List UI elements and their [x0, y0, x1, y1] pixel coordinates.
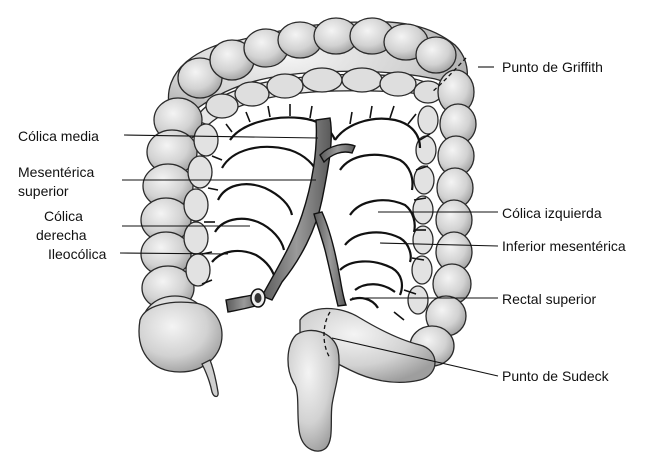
label-colica-derecha-line2: derecha	[36, 226, 87, 244]
label-colica-media: Cólica media	[18, 127, 99, 145]
label-mesenterica-superior-line1: Mesentérica	[18, 163, 94, 181]
inferior-mesenteric-artery	[314, 212, 346, 306]
label-punto-griffith: Punto de Griffith	[502, 58, 603, 76]
label-ileocolica: Ileocólica	[48, 245, 106, 263]
label-colica-izquierda: Cólica izquierda	[502, 204, 602, 222]
arterial-trunks	[226, 118, 355, 312]
label-punto-sudeck: Punto de Sudeck	[502, 367, 609, 385]
label-mesenterica-superior-line2: superior	[18, 182, 69, 200]
label-inferior-mesenterica: Inferior mesentérica	[502, 237, 626, 255]
appendix	[202, 360, 218, 397]
label-colica-derecha-line1: Cólica	[44, 207, 83, 225]
rectum	[288, 330, 339, 451]
vessel-lumen-inner	[255, 293, 262, 303]
label-rectal-superior: Rectal superior	[502, 290, 596, 308]
